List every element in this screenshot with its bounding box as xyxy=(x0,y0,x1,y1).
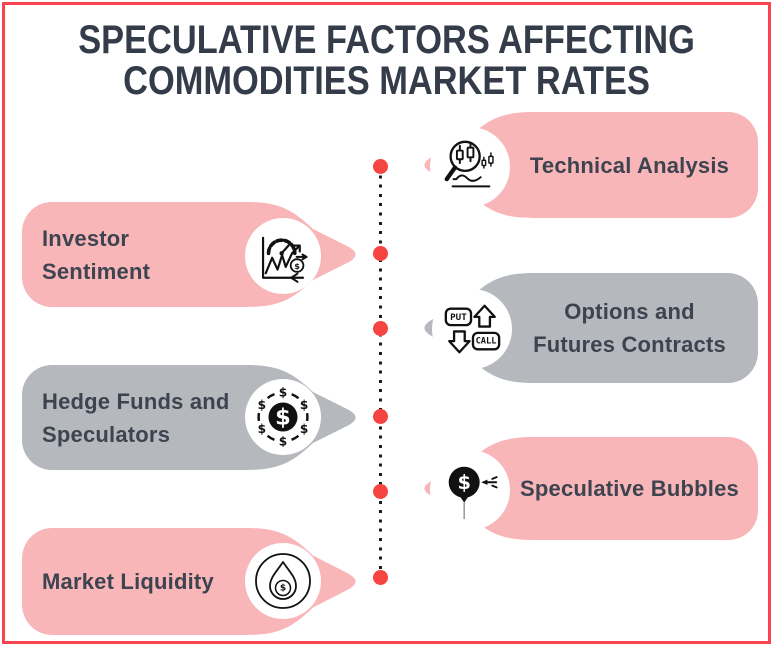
dart-glyph xyxy=(481,476,498,489)
factor-label-line: Investor xyxy=(42,225,130,251)
factor-label-line: Speculative Bubbles xyxy=(520,476,739,501)
icon-badge: $ $ $ $ $ $ $ xyxy=(245,379,321,455)
factor-card-options-futures: Options and Futures Contracts PUT CALL xyxy=(403,273,758,383)
factor-label-line: Hedge Funds and xyxy=(42,388,230,414)
timeline-dot xyxy=(373,159,388,174)
magnifier-candlestick-icon xyxy=(444,140,494,188)
factor-label-line: Options and xyxy=(564,299,695,324)
icon-badge: $ xyxy=(430,450,510,530)
call-label: CALL xyxy=(476,337,497,347)
timeline-dot xyxy=(373,246,388,261)
factor-label-line: Futures Contracts xyxy=(533,332,726,357)
dollar-glyph: $ xyxy=(279,434,287,447)
factor-label-line: Speculators xyxy=(42,421,171,447)
card-tag-shape xyxy=(424,112,758,218)
dollar-ring-icon: $ $ $ $ $ $ $ xyxy=(257,387,309,447)
icon-badge: $ xyxy=(245,543,321,619)
factor-label-line: Market Liquidity xyxy=(42,569,214,594)
dollar-glyph: $ xyxy=(258,398,266,412)
timeline-dot xyxy=(373,321,388,336)
put-call-arrows-icon: PUT CALL xyxy=(444,304,501,354)
dollar-balloon-dart-icon: $ xyxy=(448,466,498,520)
card-tag-shape xyxy=(424,437,758,540)
icon-badge: PUT CALL xyxy=(432,289,512,369)
factor-label-line: Sentiment xyxy=(42,258,151,284)
factor-card-hedge-funds: Hedge Funds and Speculators $ $ $ $ $ $ … xyxy=(22,365,365,470)
put-label: PUT xyxy=(450,312,467,323)
factor-card-technical-analysis: Technical Analysis xyxy=(403,112,758,218)
dollar-glyph: $ xyxy=(275,404,291,430)
dollar-glyph: $ xyxy=(280,584,286,594)
dollar-glyph: $ xyxy=(300,398,308,412)
icon-badge xyxy=(430,127,510,207)
dollar-glyph: $ xyxy=(279,387,287,400)
sentiment-gauge-chart-icon: $ xyxy=(261,236,308,283)
liquidity-drop-icon: $ xyxy=(255,553,311,609)
dollar-glyph: $ xyxy=(258,422,266,436)
timeline-dot xyxy=(373,409,388,424)
factor-card-market-liquidity: Market Liquidity $ xyxy=(22,528,365,635)
timeline-dot xyxy=(373,484,388,499)
timeline-dotted-line xyxy=(379,166,382,578)
factor-label-line: Technical Analysis xyxy=(529,152,730,178)
factor-card-investor-sentiment: Investor Sentiment $ xyxy=(22,202,365,307)
timeline-dot xyxy=(373,570,388,585)
dollar-glyph: $ xyxy=(457,471,470,494)
page-title: SPECULATIVE FACTORS AFFECTING COMMODITIE… xyxy=(0,20,773,102)
card-tag-shape xyxy=(424,273,758,383)
title-line-2: COMMODITIES MARKET RATES xyxy=(123,58,650,103)
dollar-glyph: $ xyxy=(294,261,300,271)
dollar-glyph: $ xyxy=(300,422,308,436)
icon-badge: $ xyxy=(245,218,321,294)
title-line-1: SPECULATIVE FACTORS AFFECTING xyxy=(78,18,695,62)
factor-card-speculative-bubbles: Speculative Bubbles $ xyxy=(403,437,758,540)
